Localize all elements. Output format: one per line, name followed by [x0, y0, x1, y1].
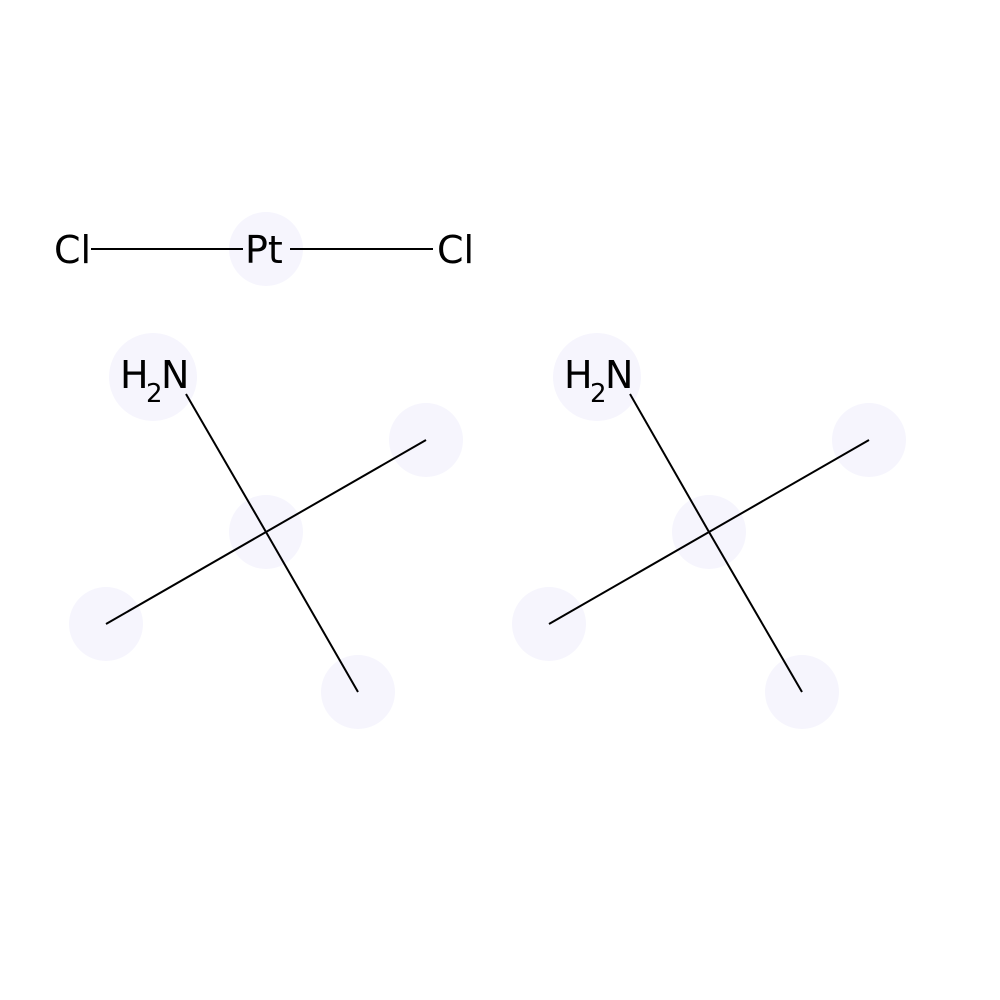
chlorine-left-label: Cl	[54, 228, 91, 272]
chlorine-right-label: Cl	[437, 228, 474, 272]
amine-2-hydrogen-label: H	[564, 353, 593, 397]
n2-atom-highlight	[553, 333, 641, 421]
c2-methyl-upper-right-bond	[708, 439, 870, 533]
c1-methyl-bottom-bond	[265, 531, 359, 693]
amine-1-hydrogen-count: 2	[146, 379, 163, 409]
pt-atom-highlight	[229, 212, 303, 286]
platinum-label: Pt	[245, 228, 283, 272]
amine-2-hydrogen-count: 2	[590, 379, 607, 409]
amine-1-hydrogen-label: H	[120, 353, 149, 397]
n1-atom-highlight	[109, 333, 197, 421]
amine-1-nitrogen-label: N	[161, 353, 189, 397]
atom-labels: Cl Pt Cl H 2 N H 2 N	[54, 228, 633, 409]
n2-c2-bond	[629, 393, 710, 533]
c2-methyl-lower-left-bond	[548, 531, 710, 625]
c1-methyl-upper-right-bond	[265, 439, 427, 533]
n1-c1-bond	[185, 393, 267, 533]
amine-2-nitrogen-label: N	[605, 353, 633, 397]
c1-methyl-lower-left-bond	[105, 531, 267, 625]
c2-methyl-bottom-bond	[708, 531, 803, 693]
bonds	[91, 248, 870, 693]
